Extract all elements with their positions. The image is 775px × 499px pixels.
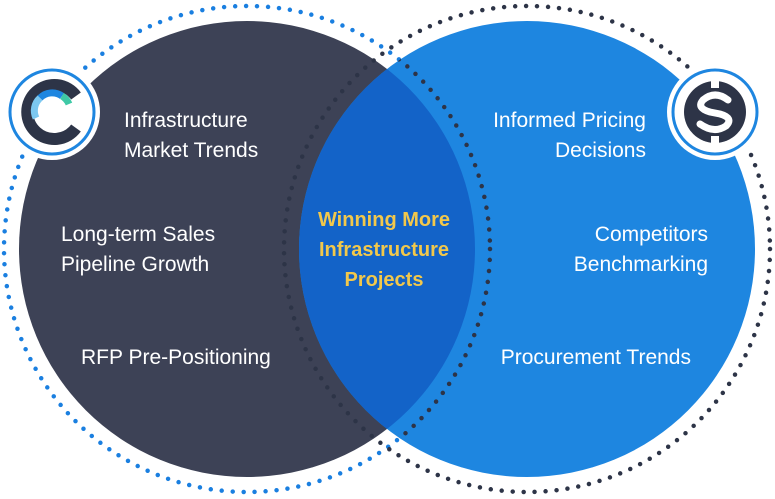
right-item-benchmarking: Competitors Benchmarking — [540, 220, 708, 280]
center-line: Projects — [344, 269, 424, 291]
c-logo-icon — [4, 64, 100, 160]
center-line: Infrastructure — [318, 239, 450, 261]
right-item-pricing: Informed Pricing Decisions — [470, 106, 646, 166]
left-item-market-trends: Infrastructure Market Trends — [124, 106, 258, 166]
right-item-line: Competitors — [594, 223, 708, 246]
left-item-line: Pipeline Growth — [61, 253, 210, 276]
right-item-line: Procurement Trends — [500, 346, 691, 369]
left-item-line: Infrastructure — [124, 109, 248, 132]
overlap-region — [299, 21, 475, 477]
right-item-line: Informed Pricing — [493, 109, 646, 132]
left-item-line: Market Trends — [124, 139, 259, 162]
left-item-pipeline-growth: Long-term Sales Pipeline Growth — [61, 220, 215, 280]
left-item-rfp: RFP Pre-Positioning — [81, 343, 271, 373]
right-item-procurement: Procurement Trends — [480, 343, 691, 373]
right-item-line: Decisions — [554, 139, 646, 162]
overlap-dotted-arc-left — [299, 21, 493, 477]
center-line: Winning More — [317, 209, 451, 231]
dollar-icon — [667, 64, 763, 160]
left-item-line: Long-term Sales — [61, 223, 216, 246]
left-item-line: RFP Pre-Positioning — [81, 346, 271, 369]
center-label: Winning More Infrastructure Projects — [300, 205, 468, 295]
right-item-line: Benchmarking — [573, 253, 708, 276]
right-dotted-ring — [281, 3, 773, 495]
